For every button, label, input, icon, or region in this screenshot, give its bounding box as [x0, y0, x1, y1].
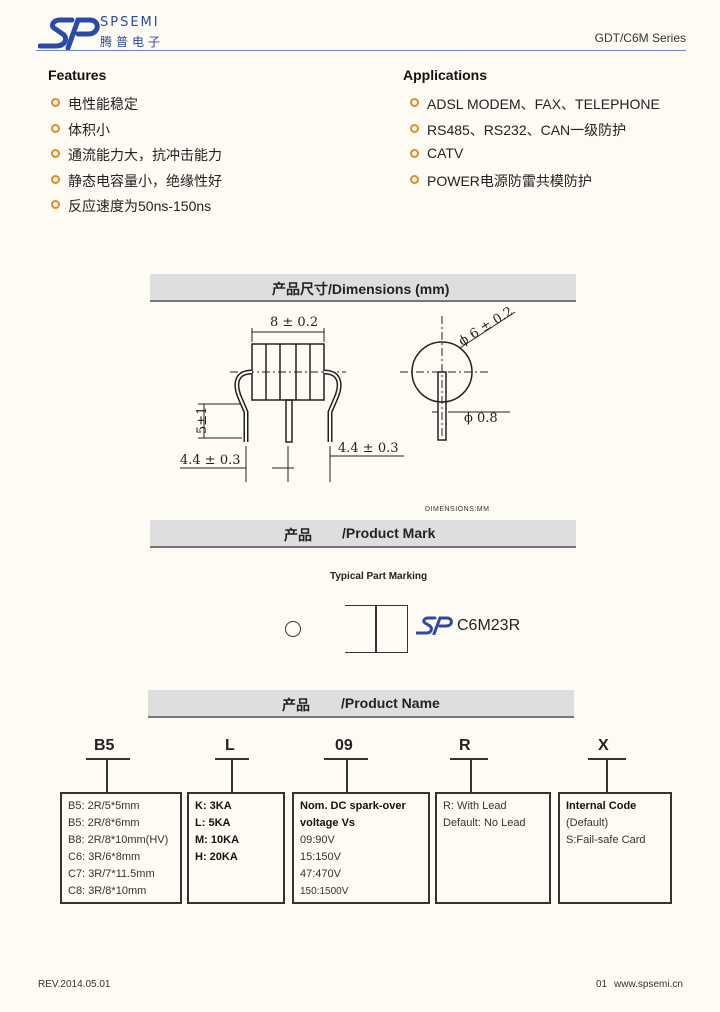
- voltage-row: 150:1500V: [300, 886, 349, 897]
- application-item: POWER电源防雷共模防护: [407, 171, 660, 197]
- lead-code-box: R: With Lead Default: No Lead: [435, 792, 551, 904]
- product-name-section-bar: 产品 /Product Name: [148, 690, 574, 718]
- code-voltage: 09: [335, 737, 353, 754]
- size-row: B5: 2R/8*6mm: [68, 817, 140, 829]
- internal-row: S:Fail-safe Card: [566, 834, 646, 846]
- pitch-right-label: 4.4 ± 0.3: [338, 441, 399, 456]
- product-name-title-en: /Product Name: [341, 695, 440, 711]
- code-connector: [606, 759, 608, 792]
- product-mark-title-en: /Product Mark: [342, 525, 436, 541]
- code-connector: [346, 759, 348, 792]
- size-row: B5: 2R/5*5mm: [68, 800, 140, 812]
- body-band-line: [375, 606, 377, 652]
- length-dimension-label: 8 ± 0.2: [270, 315, 318, 330]
- voltage-row: 15:150V: [300, 851, 341, 863]
- code-current: L: [225, 737, 235, 754]
- internal-heading: Internal Code: [566, 800, 637, 812]
- header-divider: [36, 50, 686, 51]
- voltage-row: 47:470V: [300, 868, 341, 880]
- dimension-drawing: 8 ± 0.2 ϕ 6 ± 0.2 ϕ 0.8 5±1 4.4 ± 0.3 4.…: [180, 306, 516, 482]
- features-list: 电性能稳定 体积小 通流能力大，抗冲击能力 静态电容量小，绝缘性好 反应速度为5…: [48, 94, 222, 222]
- diameter-dimension-label: ϕ 6 ± 0.2: [456, 306, 516, 349]
- feature-item: 反应速度为50ns-150ns: [48, 196, 222, 222]
- series-title: GDT/C6M Series: [594, 31, 686, 45]
- code-connector: [470, 759, 472, 792]
- dimensions-section-bar: 产品尺寸/Dimensions (mm): [150, 274, 576, 302]
- feature-item: 体积小: [48, 120, 222, 146]
- code-underline: [324, 758, 368, 760]
- product-name-title-cn: 产品: [282, 697, 310, 713]
- feature-item: 通流能力大，抗冲击能力: [48, 145, 222, 171]
- code-connector: [231, 759, 233, 792]
- applications-list: ADSL MODEM、FAX、TELEPHONE RS485、RS232、CAN…: [407, 94, 660, 196]
- application-item: RS485、RS232、CAN一级防护: [407, 120, 660, 146]
- size-row: C6: 3R/6*8mm: [68, 851, 141, 863]
- size-code-box: B5: 2R/5*5mm B5: 2R/8*6mm B8: 2R/8*10mm(…: [60, 792, 182, 904]
- code-connector: [106, 759, 108, 792]
- voltage-code-box: Nom. DC spark-over voltage Vs 09:90V 15:…: [292, 792, 430, 904]
- feature-item: 静态电容量小，绝缘性好: [48, 171, 222, 197]
- current-row: L: 5KA: [195, 817, 231, 829]
- internal-code-box: Internal Code (Default) S:Fail-safe Card: [558, 792, 672, 904]
- code-underline: [588, 758, 626, 760]
- size-row: B8: 2R/8*10mm(HV): [68, 834, 169, 846]
- current-row: M: 10KA: [195, 834, 240, 846]
- brand-name: SPSEMI: [100, 15, 160, 30]
- application-item: CATV: [407, 145, 660, 171]
- end-view-circle: [285, 621, 301, 637]
- spsemi-logo: [38, 17, 100, 50]
- pitch-left-label: 4.4 ± 0.3: [180, 453, 241, 468]
- lead-row: Default: No Lead: [443, 817, 526, 829]
- current-row: H: 20KA: [195, 851, 238, 863]
- application-item: ADSL MODEM、FAX、TELEPHONE: [407, 94, 660, 120]
- lead-length-label: 5±1: [195, 407, 210, 434]
- applications-title: Applications: [403, 67, 488, 83]
- code-underline: [215, 758, 249, 760]
- dimensions-title: 产品尺寸/Dimensions (mm): [272, 281, 450, 297]
- size-row: C8: 3R/8*10mm: [68, 885, 147, 897]
- feature-item: 电性能稳定: [48, 94, 222, 120]
- part-marking-text: C6M23R: [457, 617, 521, 634]
- typical-marking-label: Typical Part Marking: [330, 571, 428, 582]
- features-title: Features: [48, 67, 107, 83]
- code-underline: [86, 758, 130, 760]
- code-lead: R: [459, 737, 471, 754]
- revision-label: REV.2014.05.01: [38, 979, 111, 990]
- code-size: B5: [94, 737, 115, 754]
- code-underline: [450, 758, 488, 760]
- code-internal: X: [598, 737, 609, 754]
- current-code-box: K: 3KA L: 5KA M: 10KA H: 20KA: [187, 792, 285, 904]
- product-mark-title-cn: 产品: [284, 527, 312, 543]
- spsemi-mark-logo: [416, 616, 453, 635]
- product-mark-section-bar: 产品 /Product Mark: [150, 520, 576, 548]
- lead-row: R: With Lead: [443, 800, 507, 812]
- voltage-heading: Nom. DC spark-over: [300, 800, 406, 812]
- brand-name-cn: 腾普电子: [100, 35, 165, 49]
- size-row: C7: 3R/7*11.5mm: [68, 868, 155, 880]
- lead-diameter-label: ϕ 0.8: [464, 411, 498, 426]
- voltage-row: 09:90V: [300, 834, 335, 846]
- page-number: 01: [596, 979, 608, 990]
- internal-row: (Default): [566, 817, 609, 829]
- body-outline: [345, 605, 408, 653]
- current-row: K: 3KA: [195, 800, 232, 812]
- website-link[interactable]: www.spsemi.cn: [614, 979, 683, 990]
- dimension-unit-note: DIMENSIONS:MM: [425, 506, 490, 513]
- voltage-heading: voltage Vs: [300, 817, 356, 829]
